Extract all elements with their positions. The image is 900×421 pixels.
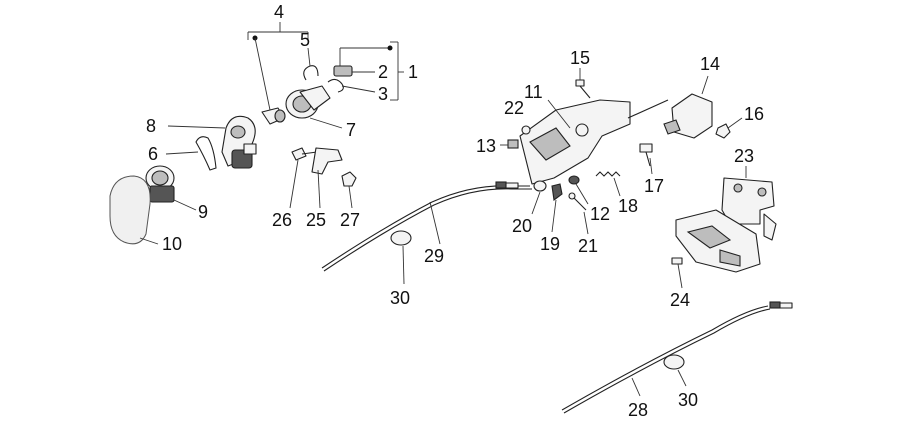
label-17: 17 — [644, 176, 664, 196]
label-25: 25 — [306, 210, 326, 230]
label-1: 1 — [408, 62, 418, 82]
label-26: 26 — [272, 210, 292, 230]
part-7-lock-cylinder — [285, 85, 343, 129]
part-20-washer — [531, 180, 547, 215]
part-21-pin — [568, 192, 589, 235]
label-16: 16 — [744, 104, 764, 124]
part-12-cam — [568, 175, 589, 205]
part-30-grommet-b — [663, 354, 687, 387]
part-23-latch — [721, 166, 777, 241]
part-15-bolt — [575, 68, 591, 99]
part-11-latch-plate — [519, 99, 631, 185]
group-1-bracket — [339, 41, 404, 101]
label-7: 7 — [346, 120, 356, 140]
part-5-spring — [303, 47, 319, 81]
label-27: 27 — [340, 210, 360, 230]
part-10-cover — [109, 175, 159, 245]
part-4-cap — [261, 107, 286, 125]
part-18-spring — [595, 171, 621, 197]
label-2: 2 — [378, 62, 388, 82]
part-25-lever — [311, 147, 343, 209]
latch-arm — [627, 99, 669, 119]
label-22: 22 — [504, 98, 524, 118]
part-27-nut — [341, 171, 357, 209]
part-22-nut — [521, 125, 531, 135]
part-8-housing — [167, 115, 257, 169]
part-2-pin — [333, 65, 375, 77]
label-3: 3 — [378, 84, 388, 104]
label-20: 20 — [512, 216, 532, 236]
part-13-clip — [500, 139, 519, 149]
label-15: 15 — [570, 48, 590, 68]
group-4-bracket — [247, 22, 309, 111]
label-30-a: 30 — [390, 288, 410, 308]
label-24: 24 — [670, 290, 690, 310]
label-13: 13 — [476, 136, 496, 156]
part-14-actuator — [663, 75, 713, 139]
part-19-lever — [551, 183, 563, 233]
part-30-grommet-a — [390, 230, 412, 285]
label-21: 21 — [578, 236, 598, 256]
label-28: 28 — [628, 400, 648, 420]
part-6-wire-loop — [165, 136, 217, 171]
label-19: 19 — [540, 234, 560, 254]
part-17-screw — [639, 143, 653, 175]
part-9-switch — [145, 165, 197, 211]
label-29: 29 — [424, 246, 444, 266]
part-26-bolt — [289, 147, 333, 209]
label-11: 11 — [524, 82, 543, 102]
label-10: 10 — [162, 234, 182, 254]
label-14: 14 — [700, 54, 720, 74]
label-8: 8 — [146, 116, 156, 136]
label-4: 4 — [274, 2, 284, 22]
part-3-clip — [327, 78, 376, 93]
part-16-nut — [715, 117, 743, 139]
part-24-lock-body — [671, 209, 761, 289]
part-29-cable — [321, 181, 532, 272]
label-6: 6 — [148, 144, 158, 164]
label-18: 18 — [618, 196, 638, 216]
part-28-cable — [561, 301, 793, 414]
label-23: 23 — [734, 146, 754, 166]
label-9: 9 — [198, 202, 208, 222]
label-30-b: 30 — [678, 390, 698, 410]
label-5: 5 — [300, 30, 310, 50]
label-12: 12 — [590, 204, 610, 224]
